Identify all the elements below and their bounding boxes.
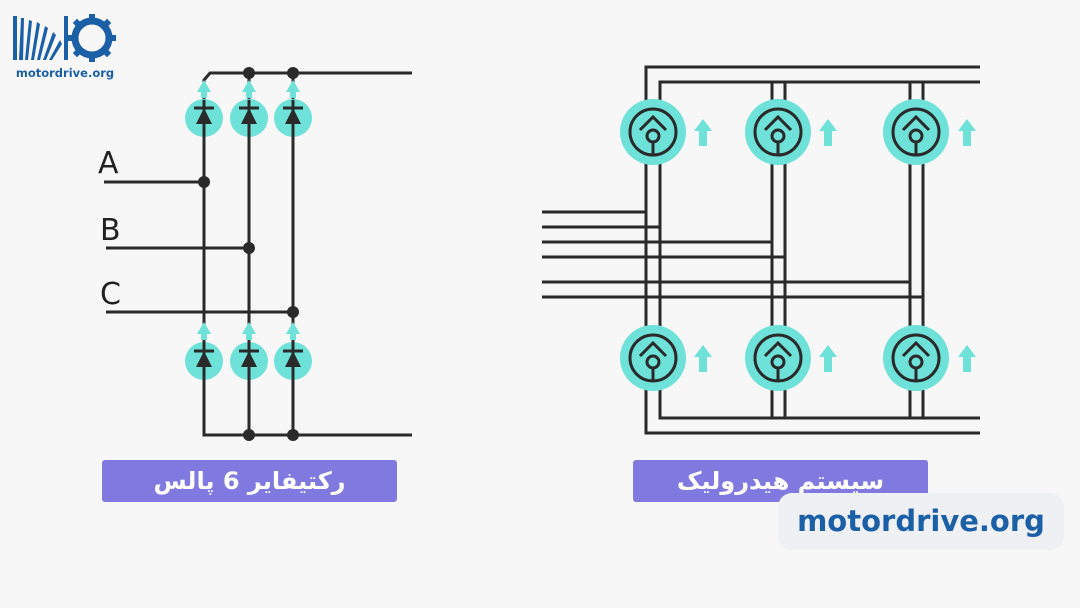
hydraulic-pump-lower-2 (745, 325, 811, 391)
hydraulic-inner-rail (658, 80, 980, 420)
bottom-rail (202, 182, 412, 437)
hydraulic-pump-upper-1 (620, 99, 686, 165)
logo-mark (13, 14, 116, 62)
logo-gear-icon (68, 14, 116, 62)
logo-fan-icon (13, 16, 68, 60)
phase-label-a: A (98, 146, 119, 181)
hydraulic-pump-upper-3 (883, 99, 949, 165)
phase-label-c: C (100, 277, 121, 312)
rectifier-caption: رکتیفایر 6 پالس (102, 460, 397, 502)
hydraulic-circuit (542, 65, 980, 435)
watermark: motordrive.org (778, 493, 1064, 550)
flow-arrow-icon (694, 119, 976, 372)
hydraulic-pump-lower-3 (883, 325, 949, 391)
junction-dots (198, 67, 299, 441)
phase-label-b: B (100, 213, 121, 248)
logo-text: motordrive.org (15, 66, 115, 80)
hydraulic-pump-lower-1 (620, 325, 686, 391)
hydraulic-outer-rail (644, 65, 980, 435)
hydraulic-pump-upper-2 (745, 99, 811, 165)
rectifier-circuit: A B C (98, 67, 412, 441)
